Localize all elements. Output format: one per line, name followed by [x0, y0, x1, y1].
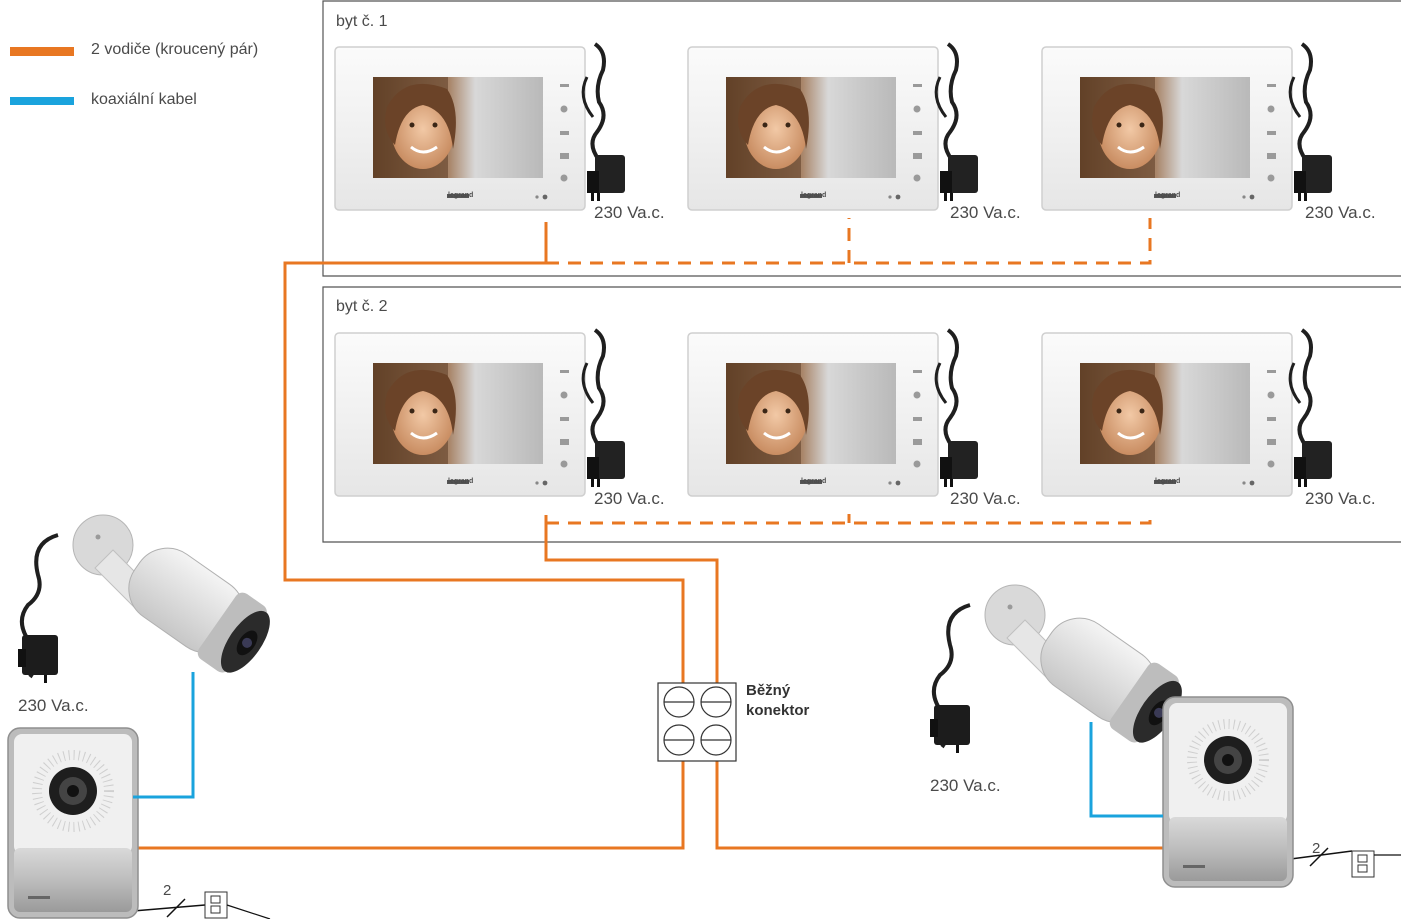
- monitor-1-2: [686, 42, 980, 212]
- right-door-panel: [1163, 697, 1293, 887]
- right-wire-count: 2: [1312, 840, 1321, 857]
- right-terminal: [1351, 850, 1375, 878]
- legend-swatch-pair: [10, 47, 74, 56]
- monitor-2-1: [333, 328, 627, 498]
- monitor-brand: legrand: [801, 478, 826, 485]
- common-connector: [657, 682, 737, 762]
- left-door-panel: [8, 728, 138, 918]
- legend-swatch-coax: [10, 97, 74, 105]
- monitor-brand: legrand: [1155, 192, 1180, 199]
- monitor-2-1-voltage: 230 Va.c.: [594, 489, 665, 508]
- monitor-brand: legrand: [448, 192, 473, 199]
- left-coax: [133, 672, 195, 799]
- monitor-1-2-voltage: 230 Va.c.: [950, 203, 1021, 222]
- monitor-1-1-voltage: 230 Va.c.: [594, 203, 665, 222]
- apartment-2-frame: [322, 286, 1401, 543]
- right-camera-voltage: 230 Va.c.: [930, 776, 1001, 795]
- apartment-1-frame: [322, 0, 1401, 277]
- monitor-brand: legrand: [801, 192, 826, 199]
- monitor-2-3: [1040, 328, 1334, 498]
- left-camera: [16, 513, 284, 686]
- right-camera: [928, 583, 1196, 756]
- monitor-1-3-voltage: 230 Va.c.: [1305, 203, 1376, 222]
- legend-label-coax: koaxiální kabel: [91, 91, 197, 108]
- apartment-2-title: byt č. 2: [336, 298, 388, 315]
- connector-label: Běžný konektor: [746, 682, 810, 719]
- apartment-1-title: byt č. 1: [336, 13, 388, 30]
- right-coax: [1089, 722, 1163, 818]
- wire-count-marks: [166, 847, 1329, 918]
- monitor-2-2-voltage: 230 Va.c.: [950, 489, 1021, 508]
- monitor-brand: legrand: [448, 478, 473, 485]
- monitor-1-3: [1040, 42, 1334, 212]
- pair-wiring: [132, 222, 1353, 912]
- left-camera-voltage: 230 Va.c.: [18, 696, 89, 715]
- legend-label-pair: 2 vodiče (kroucený pár): [91, 41, 259, 58]
- monitor-2-3-voltage: 230 Va.c.: [1305, 489, 1376, 508]
- pair-wiring-dashed: [546, 218, 1152, 525]
- monitor-1-1: [333, 42, 627, 212]
- monitor-2-2: [686, 328, 980, 498]
- left-wire-count: 2: [163, 882, 172, 899]
- left-terminal: [204, 891, 228, 919]
- monitor-brand: legrand: [1155, 478, 1180, 485]
